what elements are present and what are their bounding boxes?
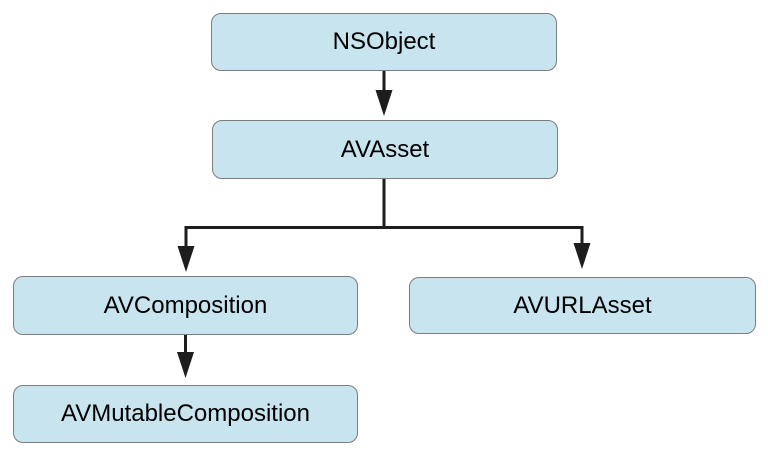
edge-nsobject-to-avasset bbox=[375, 71, 393, 116]
edge-avcomposition-to-avmutablecomposition bbox=[177, 335, 194, 378]
node-avasset-label: AVAsset bbox=[340, 135, 430, 163]
node-avmutablecomposition-label: AVMutableComposition bbox=[60, 400, 310, 427]
node-avmutablecomposition: AVMutableComposition bbox=[13, 385, 358, 443]
node-avcomposition: AVComposition bbox=[13, 276, 358, 335]
node-nsobject-label: NSObject bbox=[332, 28, 436, 55]
node-avurlasset-label: AVURLAsset bbox=[513, 291, 652, 319]
node-avurlasset: AVURLAsset bbox=[409, 277, 756, 334]
node-nsobject: NSObject bbox=[211, 13, 557, 71]
node-avcomposition-label: AVComposition bbox=[103, 291, 268, 319]
node-avasset: AVAsset bbox=[212, 120, 558, 179]
edge-avasset-branch bbox=[177, 179, 591, 272]
